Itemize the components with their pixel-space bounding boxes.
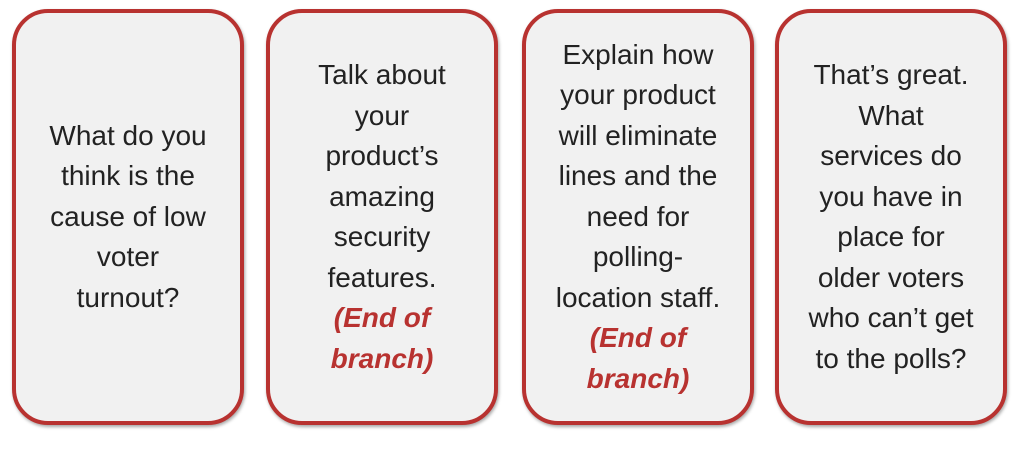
end-of-branch-note: (End of branch) <box>586 322 690 394</box>
card-text: What do you think is the cause of low vo… <box>37 116 219 319</box>
dialogue-card-1: What do you think is the cause of low vo… <box>12 9 244 425</box>
card-text: Explain how your product will eliminate … <box>542 35 734 400</box>
end-of-branch-note: (End of branch) <box>330 302 434 374</box>
card-text: Talk about your product’s amazing securi… <box>296 55 468 379</box>
card-question: That’s great. What services do you have … <box>808 59 974 374</box>
dialogue-card-3: Explain how your product will eliminate … <box>522 9 754 425</box>
card-prompt: Explain how your product will eliminate … <box>555 38 721 313</box>
card-question: What do you think is the cause of low vo… <box>49 119 207 313</box>
card-text: That’s great. What services do you have … <box>800 55 982 379</box>
card-prompt: Talk about your product’s amazing securi… <box>318 59 446 293</box>
dialogue-card-2: Talk about your product’s amazing securi… <box>266 9 498 425</box>
dialogue-card-4: That’s great. What services do you have … <box>775 9 1007 425</box>
